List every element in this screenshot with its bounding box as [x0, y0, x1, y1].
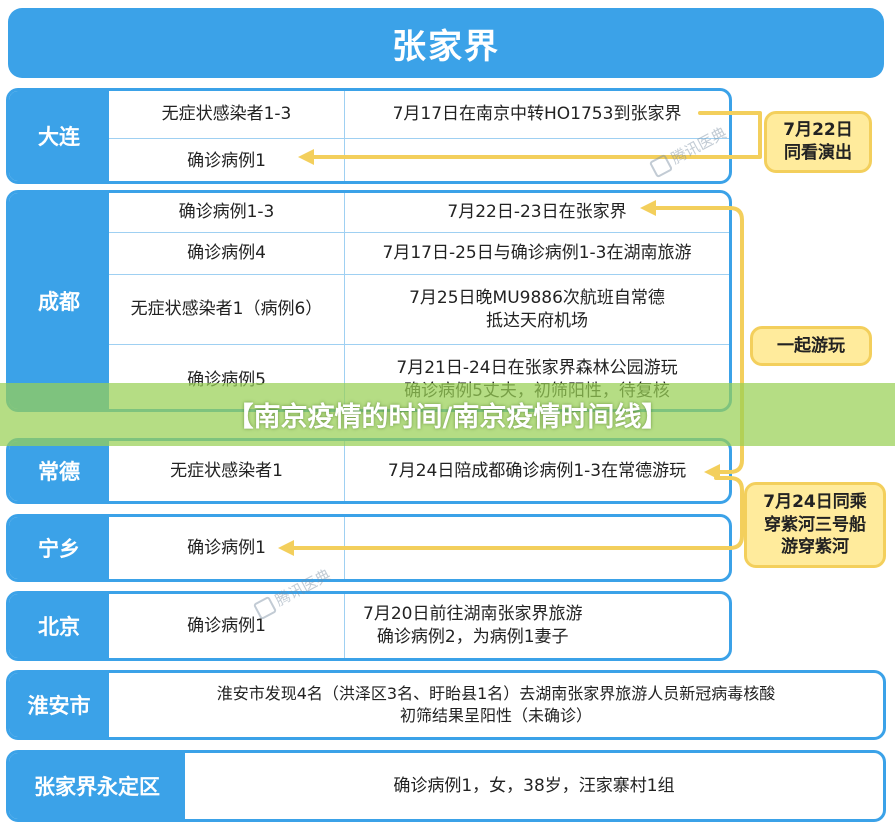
group-huaian: 淮安市 淮安市发现4名（洪泽区3名、盱眙县1名）去湖南张家界旅游人员新冠病毒核酸… [6, 670, 886, 740]
table-row: 确诊病例1 [109, 139, 729, 181]
detail-cell: 7月20日前往湖南张家界旅游 确诊病例2，为病例1妻子 [363, 604, 583, 647]
callout-show: 7月22日 同看演出 [764, 111, 872, 173]
case-cell: 确诊病例4 [109, 233, 345, 274]
group-beijing: 北京 确诊病例1 7月20日前往湖南张家界旅游 确诊病例2，为病例1妻子 [6, 591, 732, 661]
case-cell: 确诊病例1-3 [109, 193, 345, 232]
table-row: 确诊病例1-3 7月22日-23日在张家界 [109, 193, 729, 233]
case-cell: 确诊病例1 [109, 594, 345, 658]
detail-cell: 7月17日-25日与确诊病例1-3在湖南旅游 [382, 243, 692, 264]
case-cell: 无症状感染者1-3 [109, 91, 345, 138]
group-chengdu: 成都 确诊病例1-3 7月22日-23日在张家界 确诊病例4 7月17日-25日… [6, 190, 732, 412]
table-row: 确诊病例1，女，38岁，汪家寨村1组 [185, 753, 883, 819]
group-ningxiang: 宁乡 确诊病例1 [6, 514, 732, 582]
detail-cell: 7月17日在南京中转HO1753到张家界 [392, 104, 682, 125]
case-cell: 无症状感染者1 [109, 441, 345, 501]
city-label: 大连 [9, 91, 109, 181]
detail-cell: 确诊病例1，女，38岁，汪家寨村1组 [393, 775, 675, 796]
detail-cell: 7月24日陪成都确诊病例1-3在常德游玩 [387, 460, 687, 481]
overlay-title-banner: 【南京疫情的时间/南京疫情时间线】 [0, 383, 895, 446]
table-row: 确诊病例4 7月17日-25日与确诊病例1-3在湖南旅游 [109, 233, 729, 275]
table-row: 淮安市发现4名（洪泽区3名、盱眙县1名）去湖南张家界旅游人员新冠病毒核酸 初筛结… [109, 673, 883, 737]
city-label: 成都 [9, 193, 109, 409]
city-label: 宁乡 [9, 517, 109, 579]
case-cell: 无症状感染者1（病例6） [109, 275, 345, 344]
detail-cell: 7月25日晚MU9886次航班自常德 抵达天府机场 [409, 287, 665, 331]
city-label: 张家界永定区 [9, 753, 185, 819]
page-title: 张家界 [8, 8, 884, 78]
table-row: 确诊病例1 [109, 517, 729, 579]
table-row: 无症状感染者1（病例6） 7月25日晚MU9886次航班自常德 抵达天府机场 [109, 275, 729, 345]
case-cell: 确诊病例1 [109, 517, 345, 579]
callout-travel: 一起游玩 [750, 326, 872, 366]
group-dalian: 大连 无症状感染者1-3 7月17日在南京中转HO1753到张家界 确诊病例1 [6, 88, 732, 184]
table-row: 无症状感染者1-3 7月17日在南京中转HO1753到张家界 [109, 91, 729, 139]
city-label: 淮安市 [9, 673, 109, 737]
group-zhangjiajie-yongding: 张家界永定区 确诊病例1，女，38岁，汪家寨村1组 [6, 750, 886, 822]
callout-boat: 7月24日同乘 穿紫河三号船 游穿紫河 [744, 482, 886, 568]
city-label: 常德 [9, 441, 109, 501]
detail-cell: 7月22日-23日在张家界 [447, 202, 627, 223]
table-row: 确诊病例1 7月20日前往湖南张家界旅游 确诊病例2，为病例1妻子 [109, 594, 729, 658]
detail-cell: 淮安市发现4名（洪泽区3名、盱眙县1名）去湖南张家界旅游人员新冠病毒核酸 初筛结… [216, 684, 776, 725]
detail-cell [345, 517, 729, 579]
table-row: 无症状感染者1 7月24日陪成都确诊病例1-3在常德游玩 [109, 441, 729, 501]
group-changde: 常德 无症状感染者1 7月24日陪成都确诊病例1-3在常德游玩 [6, 438, 732, 504]
case-cell: 确诊病例1 [109, 139, 345, 181]
city-label: 北京 [9, 594, 109, 658]
